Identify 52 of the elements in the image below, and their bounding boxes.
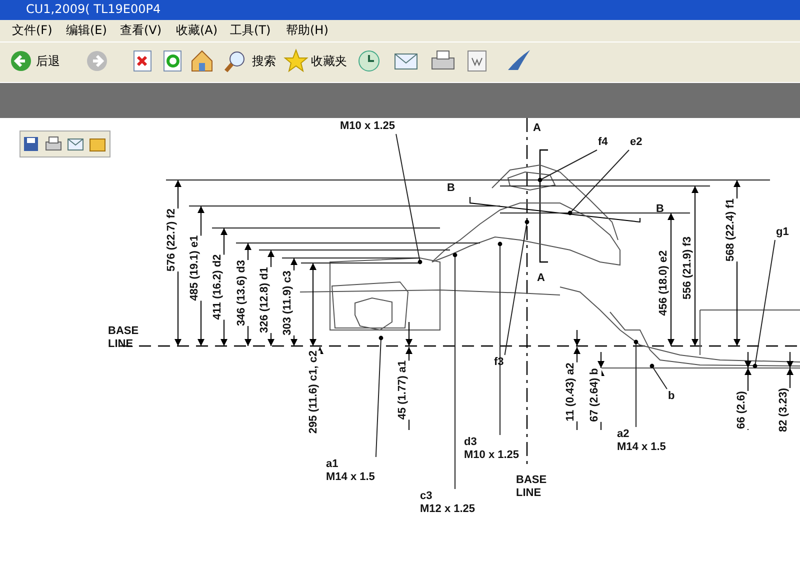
- section-letter: A: [533, 122, 541, 135]
- window-title: CU1,2009( TL19E00P4: [26, 3, 161, 16]
- leader-line: [504, 222, 528, 356]
- dimension-label: 66 (2.6): [736, 391, 748, 429]
- callout-label: e2: [630, 136, 642, 149]
- thread-size-label: M10 x 1.25: [464, 449, 520, 462]
- menu-item: 查看(V): [120, 24, 162, 37]
- dimension-label: 82 (3.23): [778, 388, 790, 432]
- leader-line: [540, 150, 598, 180]
- dimension-label: 568 (22.4) f1: [724, 198, 738, 262]
- leader-line: [754, 240, 776, 366]
- dimension-label: 45 (1.77) a1: [396, 360, 410, 420]
- callout-label: f4: [598, 136, 608, 149]
- section-letter: A: [537, 272, 545, 285]
- toolbar-label: 搜索: [252, 55, 276, 68]
- dimension-label: 11 (0.43) a2: [564, 362, 578, 422]
- callout-label: a2: [617, 428, 630, 441]
- callout-label: c3: [420, 490, 434, 503]
- base-line-label: BASE LINE: [108, 325, 140, 351]
- thread-size-label: M12 x 1.25: [420, 503, 476, 516]
- menu-item: 工具(T): [230, 24, 271, 37]
- menu-item: 帮助(H): [286, 24, 328, 37]
- callout-label: g1: [776, 226, 789, 239]
- leader-line: [375, 338, 382, 458]
- callout-label: M10 x 1.25: [340, 120, 396, 133]
- callout-label: b: [668, 390, 675, 403]
- toolbar-label: 后退: [36, 55, 60, 68]
- dimension-label: 576 (22.7) f2: [166, 208, 178, 272]
- dimension-label: 67 (2.64) b: [588, 368, 602, 422]
- dimension-label: 556 (21.9) f3: [682, 236, 694, 300]
- leader-line: [454, 254, 456, 490]
- leader-line: [396, 134, 420, 262]
- callout-label: d3: [464, 436, 478, 449]
- thread-size-label: M14 x 1.5: [617, 441, 666, 454]
- dimension-label: 485 (19.1) e1: [188, 235, 202, 301]
- callout-label: a1: [326, 458, 340, 471]
- section-letter: B: [447, 182, 455, 195]
- dimension-label: 295 (11.6) c1, c2: [308, 350, 320, 434]
- base-line-label: BASE LINE: [516, 474, 548, 500]
- dimension-label: 303 (11.9) c3: [282, 270, 294, 336]
- thread-size-label: M14 x 1.5: [326, 471, 375, 484]
- dimension-label: 346 (13.6) d3: [236, 260, 248, 326]
- menu-item: 收藏(A): [176, 24, 218, 37]
- leader-line: [570, 150, 630, 214]
- dimension-label: 411 (16.2) d2: [212, 254, 224, 320]
- section-letter: B: [656, 203, 664, 216]
- menu-item: 文件(F): [12, 24, 52, 37]
- toolbar-label: 收藏夹: [311, 55, 347, 68]
- dimension-label: 326 (12.8) d1: [258, 266, 272, 334]
- menu-item: 编辑(E): [66, 24, 107, 37]
- dimension-label: 456 (18.0) e2: [658, 250, 670, 316]
- leader-line: [652, 366, 668, 390]
